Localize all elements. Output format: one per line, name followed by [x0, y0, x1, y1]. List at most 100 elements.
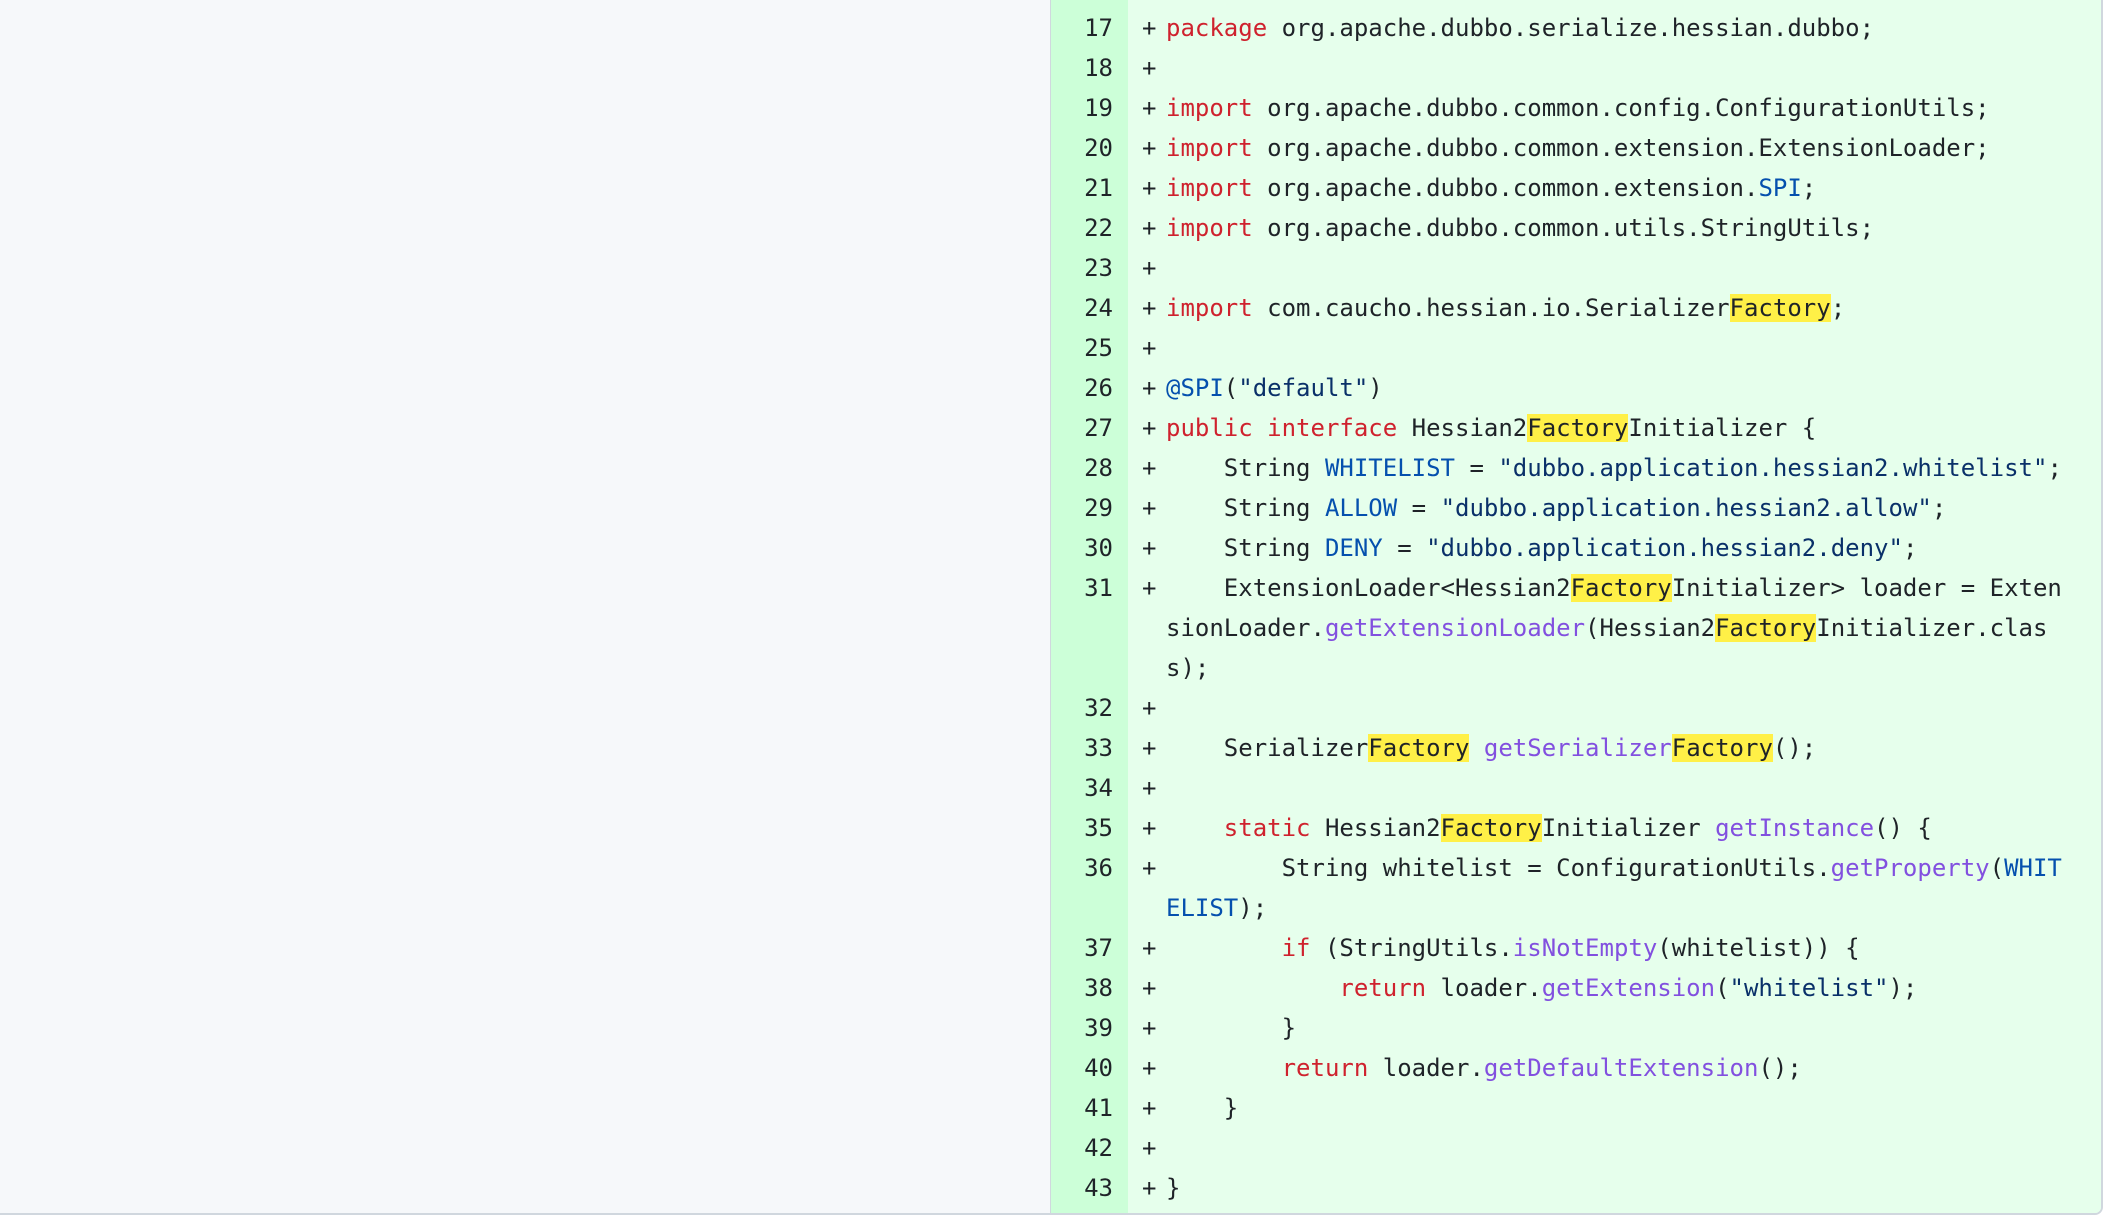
addition-marker: +: [1142, 734, 1157, 762]
code-token: );: [1888, 974, 1918, 1002]
diff-line: 24+import com.caucho.hessian.io.Serializ…: [1051, 288, 2101, 328]
line-number[interactable]: 43: [1084, 1174, 1113, 1202]
line-number[interactable]: 19: [1084, 94, 1113, 122]
code-token: (: [1989, 854, 2005, 882]
line-number[interactable]: 40: [1084, 1054, 1113, 1082]
code-token: ;: [1830, 294, 1846, 322]
line-number[interactable]: 18: [1084, 54, 1113, 82]
line-number[interactable]: 22: [1084, 214, 1113, 242]
code-token: (whitelist)) {: [1657, 934, 1860, 962]
diff-line: 34 +: [1051, 768, 2101, 808]
code-token: DENY: [1324, 534, 1383, 562]
code-token: import: [1166, 214, 1253, 242]
line-number[interactable]: 31: [1084, 574, 1113, 602]
code-token: org.apache.dubbo.common.extension.Extens…: [1252, 134, 1990, 162]
code-token: org.apache.dubbo.common.utils.StringUtil…: [1252, 214, 1875, 242]
code-token: package: [1166, 14, 1268, 42]
code-token: import: [1166, 174, 1253, 202]
diff-left-pane-empty: [0, 0, 1051, 1213]
line-number[interactable]: 21: [1084, 174, 1113, 202]
diff-line: 17+package org.apache.dubbo.serialize.he…: [1051, 8, 2101, 48]
line-number[interactable]: 26: [1084, 374, 1113, 402]
code-token: "whitelist": [1729, 974, 1889, 1002]
addition-marker: +: [1142, 534, 1157, 562]
code-token: static: [1223, 814, 1311, 842]
code-content: return loader.getDefaultExtension();: [1166, 1048, 2101, 1088]
code-content: [1166, 328, 2101, 368]
diff-line: 19+import org.apache.dubbo.common.config…: [1051, 88, 2101, 128]
code-content: import org.apache.dubbo.common.config.Co…: [1166, 88, 2101, 128]
code-content: static Hessian2FactoryInitializer getIns…: [1166, 808, 2101, 848]
diff-line: 18+: [1051, 48, 2101, 88]
line-number[interactable]: 23: [1084, 254, 1113, 282]
code-token: );: [1238, 894, 1268, 922]
addition-marker: +: [1142, 1134, 1157, 1162]
addition-marker: +: [1142, 134, 1157, 162]
code-token: getSerializer: [1483, 734, 1672, 762]
line-number[interactable]: 33: [1084, 734, 1113, 762]
code-token: loader.: [1368, 1054, 1484, 1082]
code-content: ExtensionLoader<Hessian2FactoryInitializ…: [1166, 568, 2101, 688]
code-content: }: [1166, 1008, 2101, 1048]
code-content: }: [1166, 1168, 2101, 1208]
line-number[interactable]: 30: [1084, 534, 1113, 562]
diff-line: 25+: [1051, 328, 2101, 368]
code-token: org.apache.dubbo.common.extension.: [1252, 174, 1759, 202]
code-content: public interface Hessian2FactoryInitiali…: [1166, 408, 2101, 448]
line-number[interactable]: 34: [1084, 774, 1113, 802]
code-token: String: [1166, 534, 1325, 562]
line-number[interactable]: 32: [1084, 694, 1113, 722]
line-number[interactable]: 36: [1084, 854, 1113, 882]
diff-line: 31+ ExtensionLoader<Hessian2FactoryIniti…: [1051, 568, 2101, 688]
code-token: =: [1382, 534, 1427, 562]
code-token: @SPI: [1166, 374, 1224, 402]
diff-line: 36+ String whitelist = ConfigurationUtil…: [1051, 848, 2101, 928]
code-content: import org.apache.dubbo.common.utils.Str…: [1166, 208, 2101, 248]
code-token: isNotEmpty: [1512, 934, 1658, 962]
code-token: (Hessian2: [1585, 614, 1716, 642]
code-token: Hessian2: [1397, 414, 1528, 442]
code-token: (: [1223, 374, 1239, 402]
addition-marker: +: [1142, 774, 1157, 802]
code-token: if: [1281, 934, 1311, 962]
code-content: [1166, 248, 2101, 288]
diff-line: 32+: [1051, 688, 2101, 728]
line-number[interactable]: 24: [1084, 294, 1113, 322]
code-token: Initializer {: [1628, 414, 1817, 442]
line-number[interactable]: 42: [1084, 1134, 1113, 1162]
code-content: [1166, 688, 2101, 728]
code-token: ): [1368, 374, 1383, 402]
line-number[interactable]: 37: [1084, 934, 1113, 962]
addition-marker: +: [1142, 1094, 1157, 1122]
diff-line: 26+@SPI("default"): [1051, 368, 2101, 408]
code-token: ;: [1931, 494, 1947, 522]
code-token: String whitelist = ConfigurationUtils.: [1166, 854, 1831, 882]
code-token: return: [1281, 1054, 1369, 1082]
addition-marker: +: [1142, 934, 1157, 962]
line-number[interactable]: 38: [1084, 974, 1113, 1002]
line-number[interactable]: 20: [1084, 134, 1113, 162]
line-number[interactable]: 29: [1084, 494, 1113, 522]
code-token: [1166, 934, 1282, 962]
addition-marker: +: [1142, 254, 1157, 282]
line-number[interactable]: 17: [1084, 14, 1113, 42]
line-number[interactable]: 41: [1084, 1094, 1113, 1122]
search-highlight: Factory: [1570, 574, 1672, 602]
code-token: [1469, 734, 1483, 762]
line-number[interactable]: 39: [1084, 1014, 1113, 1042]
line-number[interactable]: 35: [1084, 814, 1113, 842]
diff-line: 21+import org.apache.dubbo.common.extens…: [1051, 168, 2101, 208]
line-number[interactable]: 25: [1084, 334, 1113, 362]
code-content: [1166, 1128, 2101, 1168]
code-token: Hessian2: [1310, 814, 1441, 842]
line-number[interactable]: 28: [1084, 454, 1113, 482]
code-token: ;: [1801, 174, 1817, 202]
search-highlight: Factory: [1527, 414, 1629, 442]
code-content: SerializerFactory getSerializerFactory()…: [1166, 728, 2101, 768]
code-token: WHITELIST: [1166, 854, 2062, 922]
line-number[interactable]: 27: [1084, 414, 1113, 442]
code-content: import org.apache.dubbo.common.extension…: [1166, 128, 2101, 168]
code-token: org.apache.dubbo.serialize.hessian.dubbo…: [1267, 14, 1875, 42]
